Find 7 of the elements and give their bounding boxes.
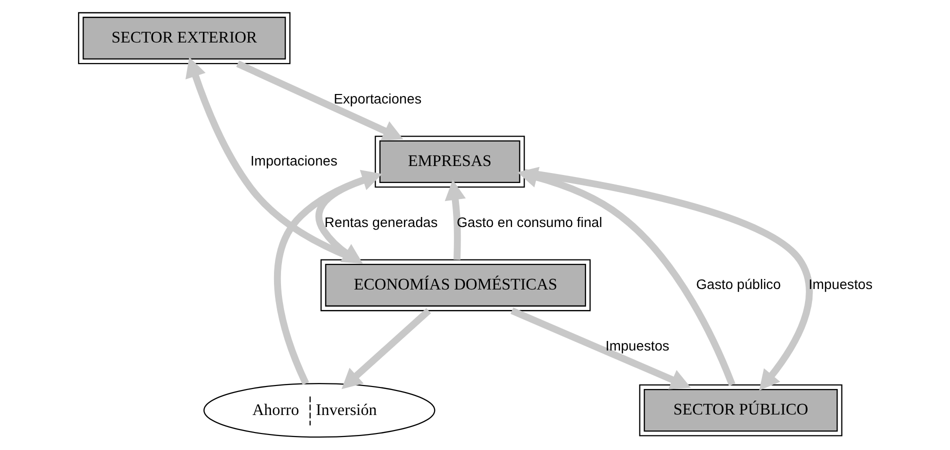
edge-label: Exportaciones bbox=[333, 90, 422, 106]
edge-label: Impuestos bbox=[604, 338, 669, 354]
edge-label: Importaciones bbox=[250, 152, 337, 168]
edge-label: Impuestos bbox=[808, 276, 872, 292]
edge-label: Rentas generadas bbox=[324, 214, 438, 230]
edge-label: Gasto en consumo final bbox=[456, 214, 602, 230]
edge-label: Gasto público bbox=[696, 276, 780, 292]
